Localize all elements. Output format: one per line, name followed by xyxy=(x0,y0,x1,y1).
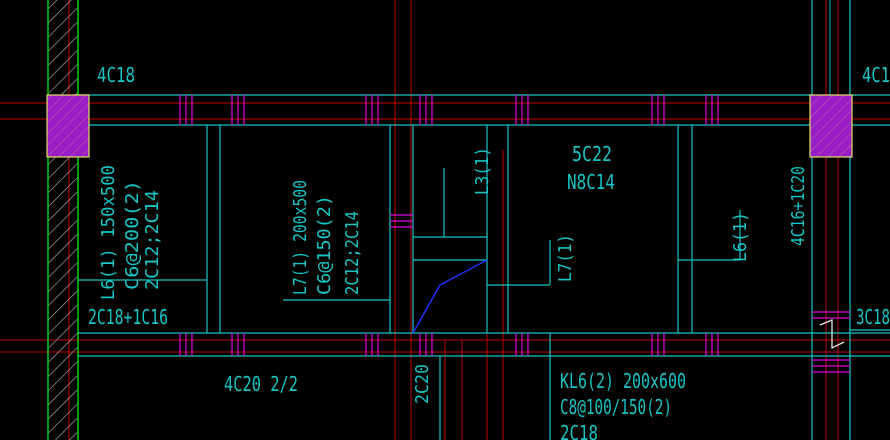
label-center-top-bars: 5C22 xyxy=(572,142,612,166)
label-beam-l7-b: L7(1) xyxy=(555,234,576,282)
label-kl6-bars: 2C18 xyxy=(560,421,598,440)
stair-break-line xyxy=(412,259,488,334)
label-left-bottom-bars: 2C18+1C16 xyxy=(88,305,168,329)
label-right-bottom-bars: 3C18 xyxy=(856,305,890,329)
label-bottom-vertical: 2C20 xyxy=(412,364,433,404)
label-beam-l7-a-name: L7(1) 200x500 xyxy=(290,180,311,295)
column-left[interactable] xyxy=(46,94,90,158)
label-beam-l6-a-bars: 2C12;2C14 xyxy=(142,190,163,290)
beam-lines xyxy=(78,0,890,440)
label-beam-l6-a-name: L6(1) 150x500 xyxy=(98,165,119,300)
label-center-side-bars: N8C14 xyxy=(567,170,615,194)
rebar-marks xyxy=(179,95,850,373)
left-wall xyxy=(47,0,79,440)
label-bottom-rebar: 4C20 2/2 xyxy=(224,372,298,396)
label-beam-l6-a-stirrup: C6@200(2) xyxy=(122,180,143,290)
label-beam-l6-b: L6(1) xyxy=(730,212,751,262)
label-right-vertical-bars: 4C16+1C20 xyxy=(788,166,809,246)
label-kl6-name: KL6(2) 200x600 xyxy=(560,369,686,393)
label-beam-l3: L3(1) xyxy=(472,147,493,195)
label-beam-l7-a-stirrup: C6@150(2) xyxy=(314,195,335,295)
label-beam-l7-a-bars: 2C12;2C14 xyxy=(342,211,363,295)
annotation-labels: 4C18 4C1 4 L6(1) 150x500 C6@200(2) 2C12;… xyxy=(88,63,890,440)
label-top-right-rebar: 4C1 xyxy=(862,63,890,87)
label-top-left-rebar: 4C18 xyxy=(97,63,135,87)
column-right[interactable] xyxy=(809,94,853,158)
label-kl6-stirrup: C8@100/150(2) xyxy=(560,395,672,419)
